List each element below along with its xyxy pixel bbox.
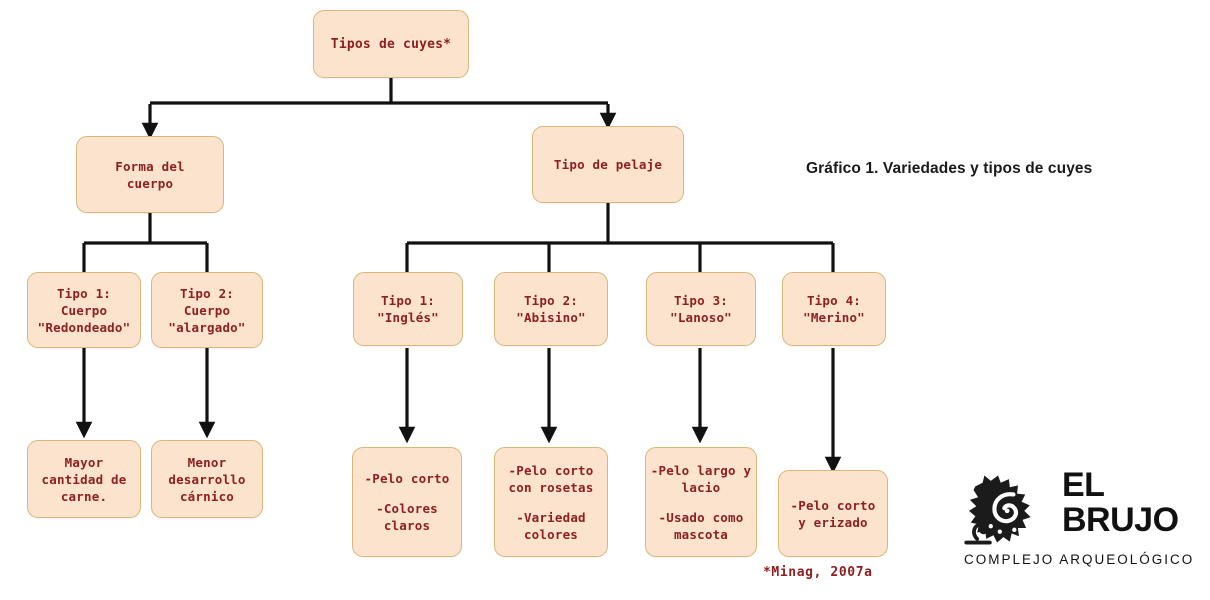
node-cuerpo-tipo-2[interactable]: Tipo 2:Cuerpo"alargado": [151, 272, 263, 348]
node-tipo-de-pelaje[interactable]: Tipo de pelaje: [532, 126, 684, 203]
node-pelaje-tipo-2[interactable]: Tipo 2:"Abisino": [494, 272, 608, 346]
logo-line-2: BRUJO: [1062, 501, 1179, 539]
figure-caption: Gráfico 1. Variedades y tipos de cuyes: [806, 160, 1093, 177]
node-pelaje-tipo-3[interactable]: Tipo 3:"Lanoso": [646, 272, 756, 346]
source-footnote: *Minag, 2007a: [763, 565, 873, 580]
node-pelaje-tipo-1[interactable]: Tipo 1:"Inglés": [353, 272, 463, 346]
node-pelaje-tipo-4[interactable]: Tipo 4:"Merino": [782, 272, 886, 346]
logo-line-1: EL: [1062, 466, 1105, 504]
spiral-sun-icon: [964, 475, 1031, 545]
el-brujo-logo: EL BRUJO COMPLEJO ARQUEOLÓGICO: [962, 468, 1202, 576]
logo-subtitle: COMPLEJO ARQUEOLÓGICO: [964, 552, 1195, 567]
node-cuerpo-tipo-1[interactable]: Tipo 1:Cuerpo"Redondeado": [27, 272, 141, 348]
logo-wordmark: EL BRUJO: [1062, 468, 1179, 538]
node-root[interactable]: Tipos de cuyes*: [313, 10, 469, 78]
